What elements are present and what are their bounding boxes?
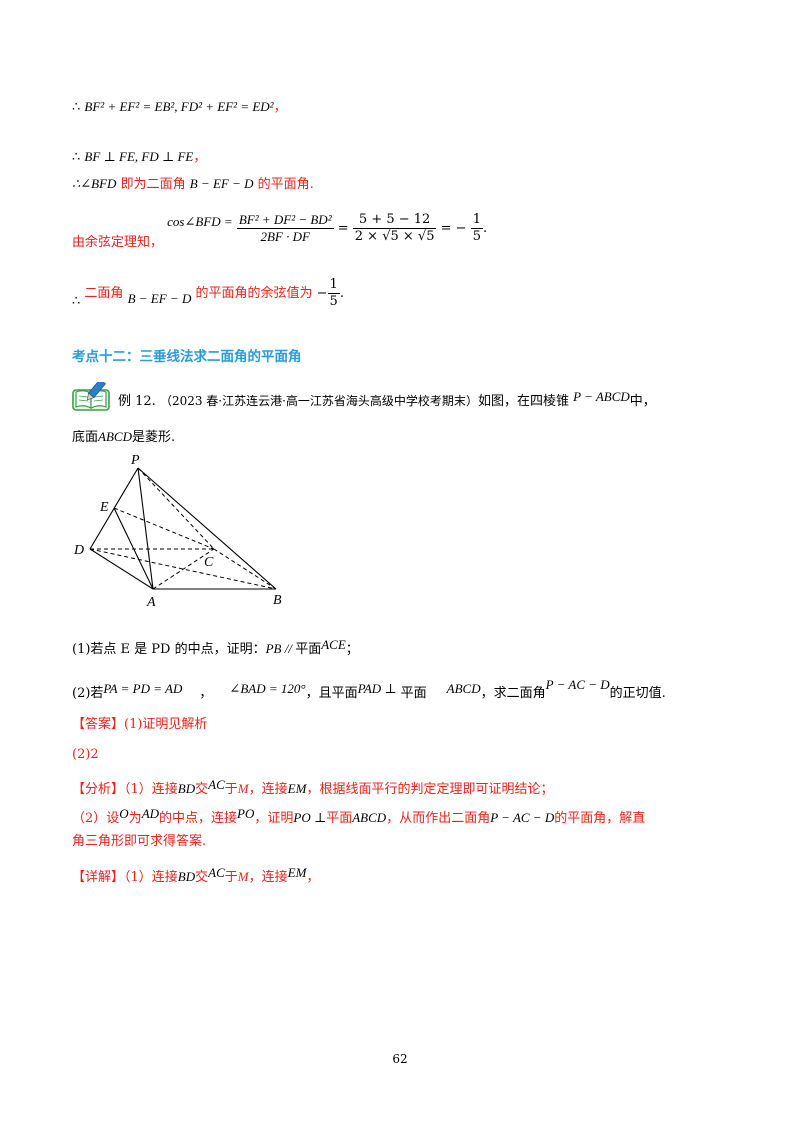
proof-line-1: ∴ BF² + EF² = EB², FD² + EF² = ED²，: [72, 98, 287, 117]
proof-line-4: 由余弦定理知， cos∠BFD = BF² + DF² − BD² 2BF · …: [72, 212, 488, 250]
cos-lhs: cos∠BFD =: [167, 214, 233, 229]
answer-line-1: 【答案】(1)证明见解析: [72, 717, 208, 732]
text: 即为二面角: [120, 177, 186, 192]
proof-line-5: ∴ 二面角 B − EF − D 的平面角的余弦值为 − 1 5 .: [72, 277, 344, 309]
pyramid-notation: P − ABCD: [573, 389, 630, 404]
detail-label: 【详解】: [72, 870, 125, 885]
diagonal-DB: [89, 548, 277, 590]
section-title: 考点十二：三垂线法求二面角的平面角: [72, 349, 302, 365]
edge-BC: [213, 548, 277, 590]
analysis-line-2: （2）设O为AD的中点，连接PO，证明PO ⊥平面ABCD，从而作出二面角P −…: [72, 806, 646, 826]
therefore-symbol: ∴: [72, 100, 81, 115]
therefore-angle: ∴∠BFD: [72, 176, 117, 191]
analysis-label: 【分析】: [72, 782, 125, 797]
proof-line-3: ∴∠BFD 即为二面角 B − EF − D 的平面角.: [72, 175, 314, 194]
punctuation: ，: [193, 150, 207, 165]
answer-label: 【答案】: [72, 717, 125, 732]
diagonal-AC: [152, 548, 215, 590]
fraction-3: 1 5: [470, 212, 483, 244]
edge-PA: [137, 467, 154, 590]
proof-line-2: ∴ BF ⊥ FE, FD ⊥ FE，: [72, 148, 206, 167]
edge-PB: [137, 467, 277, 590]
label-D: D: [73, 543, 84, 558]
answer-line-2: (2)2: [72, 747, 99, 762]
dihedral-notation: B − EF − D: [127, 291, 192, 306]
analysis-line-1: 【分析】（1）连接BD交AC于M，连接EM，根据线面平行的判定定理即可证明结论；: [72, 777, 554, 797]
page-number: 62: [392, 1052, 408, 1066]
dihedral-notation: B − EF − D: [189, 176, 254, 191]
edge-PC: [137, 467, 215, 550]
example-line-1: 例 12. （2023 春·江苏连云港·高一江苏省海头高级中学校考期末）如图，在…: [118, 389, 656, 409]
example-line-2: 底面ABCD是菱形.: [72, 429, 176, 445]
equation-squares: BF² + EF² = EB², FD² + EF² = ED²: [84, 99, 274, 114]
analysis-line-3: 角三角形即可求得答案.: [72, 834, 207, 849]
therefore-symbol: ∴: [72, 294, 81, 309]
book-pencil-icon: [72, 382, 110, 411]
segment-EC: [113, 507, 215, 550]
question-1: (1)若点 E 是 PD 的中点，证明：PB // 平面ACE；: [72, 637, 359, 657]
label-B: B: [273, 593, 282, 608]
edge-DA: [89, 548, 154, 590]
text: 的平面角.: [257, 177, 314, 192]
fraction-1: BF² + DF² − BD² 2BF · DF: [236, 212, 334, 244]
equation-perpendicular: BF ⊥ FE, FD ⊥ FE: [84, 149, 194, 164]
example-source: （2023 春·江苏连云港·高一江苏省海头高级中学校考期末）: [159, 394, 478, 408]
therefore-symbol: ∴: [72, 150, 81, 165]
fraction-result: 1 5: [327, 277, 340, 309]
pyramid-figure: P E D C A B: [73, 453, 282, 610]
cosine-law-text: 由余弦定理知，: [72, 235, 164, 250]
example-label: 例 12.: [118, 394, 156, 409]
fraction-2: 5 + 5 − 12 2 × √5 × √5: [352, 212, 437, 244]
punctuation: ，: [273, 100, 287, 115]
label-A: A: [146, 595, 156, 610]
detail-line-1: 【详解】（1）连接BD交AC于M，连接EM，: [72, 865, 320, 885]
label-C: C: [204, 555, 214, 570]
label-P: P: [130, 453, 140, 468]
label-E: E: [99, 500, 109, 515]
